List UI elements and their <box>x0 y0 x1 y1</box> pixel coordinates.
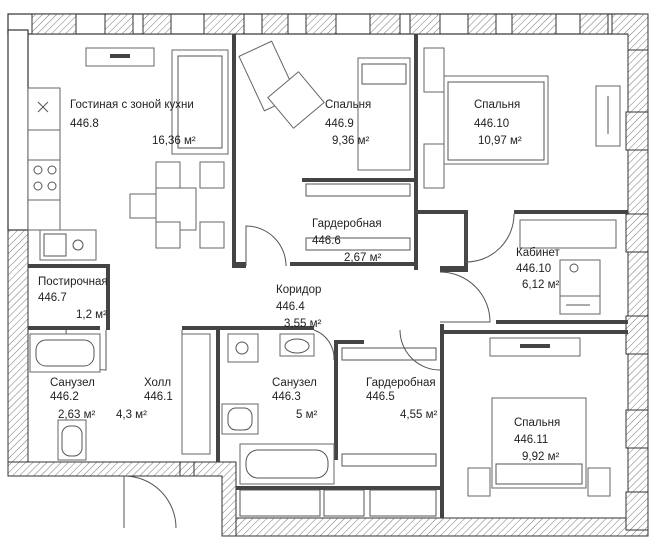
room-bath1-number: 446.2 <box>50 391 79 403</box>
room-bed3-number: 446.11 <box>514 434 548 446</box>
room-study-area: 6,12 м² <box>522 279 559 291</box>
room-bed3-area: 9,92 м² <box>522 451 559 463</box>
room-living-name: Гостиная с зоной кухни <box>70 99 194 111</box>
bedroom-9-furniture <box>238 40 411 171</box>
room-bed1-number: 446.9 <box>325 118 354 130</box>
closet-5-furniture <box>341 347 437 467</box>
room-hall-number: 446.1 <box>144 391 173 403</box>
room-bed2-area: 10,97 м² <box>478 135 522 147</box>
room-hall-area: 4,3 м² <box>116 409 147 421</box>
room-laundry-number: 446.7 <box>38 292 67 304</box>
room-bath2-area: 5 м² <box>296 409 317 421</box>
room-ward2-number: 446.5 <box>366 391 395 403</box>
room-hall-name: Холл <box>144 377 171 389</box>
closet-6-furniture <box>305 183 411 251</box>
room-bed1-name: Спальня <box>325 99 371 111</box>
bedroom-10-furniture <box>423 47 621 189</box>
room-ward2-area: 4,55 м² <box>400 409 437 421</box>
room-corridor-area: 3,55 м² <box>284 318 321 330</box>
room-ward1-area: 2,67 м² <box>344 252 381 264</box>
room-bed2-number: 446.10 <box>474 118 509 130</box>
room-labels: Гостиная с зоной кухни 446.8 16,36 м² Сп… <box>38 99 560 463</box>
living-kitchen-furniture <box>27 47 229 261</box>
room-bath2-name: Санузел <box>272 377 317 389</box>
bedroom-11-furniture <box>467 337 611 497</box>
room-ward1-number: 446.6 <box>312 235 341 247</box>
room-ward1-name: Гардеробная <box>312 218 382 230</box>
room-living-area: 16,36 м² <box>152 135 196 147</box>
room-study-number: 446.10 <box>516 263 551 275</box>
room-corridor-number: 446.4 <box>276 301 305 313</box>
room-living-number: 446.8 <box>70 118 99 130</box>
hall-furniture <box>181 333 437 517</box>
exterior-walls <box>7 13 649 537</box>
room-corridor-name: Коридор <box>276 284 321 296</box>
room-laundry-area: 1,2 м² <box>76 309 107 321</box>
room-ward2-name: Гардеробная <box>366 377 436 389</box>
room-laundry-name: Постирочная <box>38 276 108 288</box>
room-bath1-name: Санузел <box>50 377 95 389</box>
study-furniture <box>519 219 617 315</box>
room-bed3-name: Спальня <box>514 417 560 429</box>
room-bed1-area: 9,36 м² <box>332 135 369 147</box>
room-bath2-number: 446.3 <box>272 391 301 403</box>
bath-2-furniture <box>29 333 101 461</box>
bath-3-furniture <box>221 333 335 485</box>
room-bed2-name: Спальня <box>474 99 520 111</box>
room-bath1-area: 2,63 м² <box>58 409 95 421</box>
interior-walls <box>28 34 628 518</box>
room-study-name: Кабинет <box>516 247 560 259</box>
